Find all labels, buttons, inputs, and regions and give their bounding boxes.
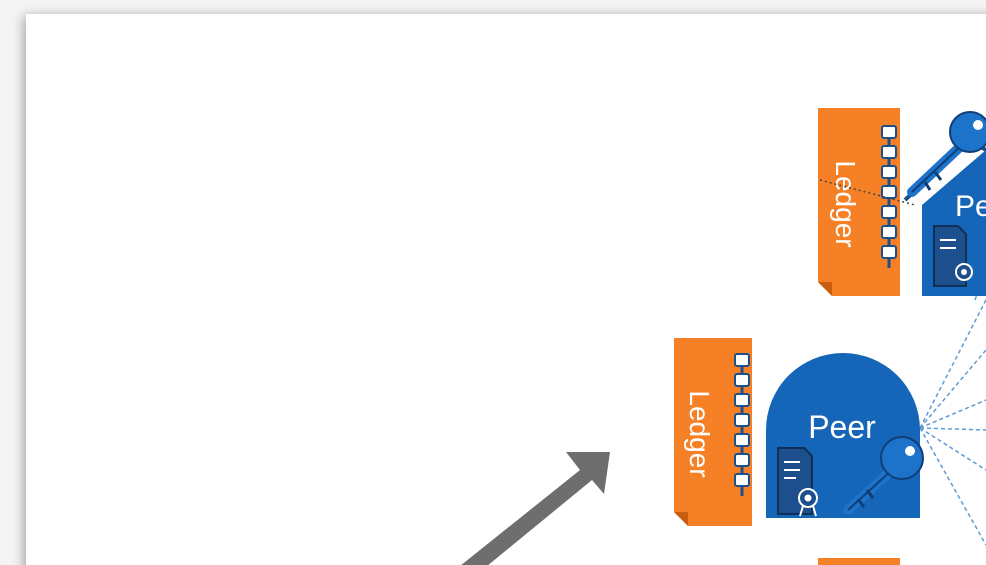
ledger-document-middle xyxy=(674,338,752,526)
key-icon xyxy=(843,436,924,515)
chain-icon xyxy=(734,353,750,496)
ledger-label-top: Ledger xyxy=(830,160,861,247)
chain-icon xyxy=(881,125,897,268)
peer-middle: Peer xyxy=(766,353,924,518)
peer-label-middle: Peer xyxy=(808,409,876,445)
ledger-label-middle: Ledger xyxy=(684,390,715,477)
certificate-icon xyxy=(777,447,818,517)
ledger-middle: Ledger xyxy=(674,338,752,526)
ledger-document-top xyxy=(818,108,900,296)
certificate-icon xyxy=(933,225,973,287)
peer-top: Pe xyxy=(903,111,986,296)
ledger-document-bottom xyxy=(818,558,900,565)
peer-label-top: Pe xyxy=(955,190,986,223)
ledger-bottom xyxy=(818,558,900,565)
ledger-top: Ledger xyxy=(818,108,916,296)
key-icon xyxy=(907,111,986,197)
arrow-icon xyxy=(461,452,610,565)
